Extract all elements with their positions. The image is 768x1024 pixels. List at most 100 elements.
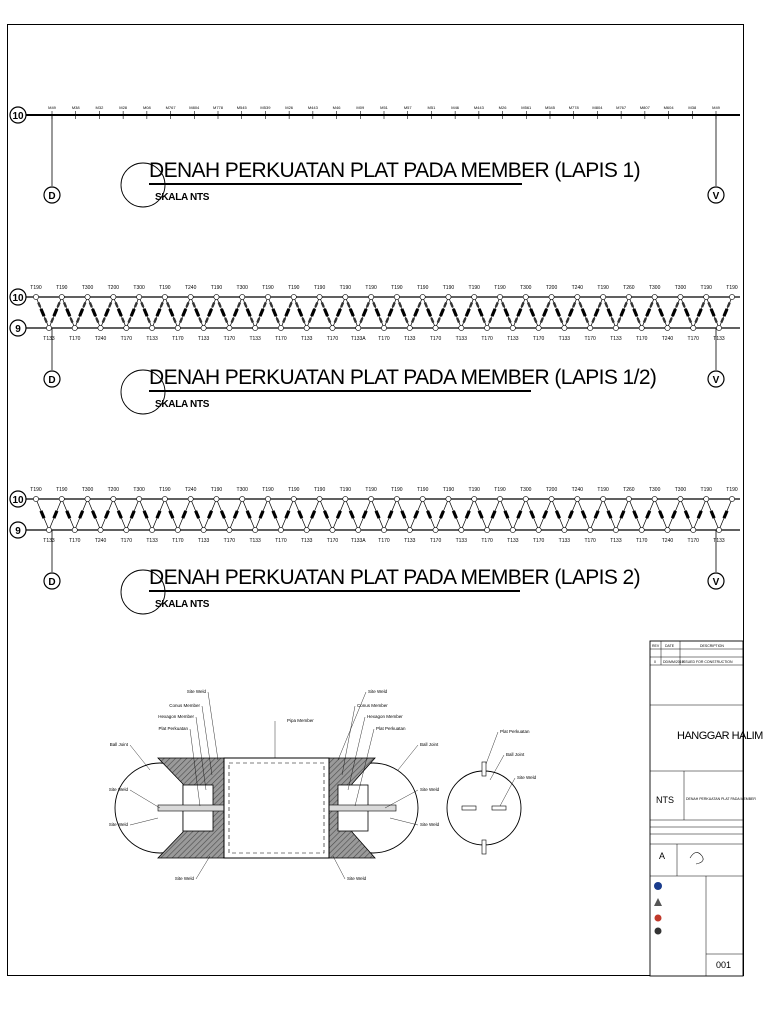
bottom-node-label: T170 [121, 538, 133, 544]
callout-section: Site Weld [517, 775, 537, 780]
top-node-label: T190 [726, 487, 738, 493]
grid-bubble-v [707, 370, 725, 388]
reinforcement-plate [43, 317, 48, 324]
ball-joint-node [548, 496, 555, 502]
reinforcement-plate [320, 301, 325, 308]
bottom-node-label: T133 [249, 336, 261, 342]
ball-joint-node [329, 325, 336, 331]
reinforcement-plate [580, 510, 587, 519]
ball-joint-node [445, 496, 452, 502]
ball-joint-node [316, 496, 323, 502]
ball-joint-node [84, 294, 91, 300]
callout-left: Site Weld [187, 689, 207, 694]
ball-joint-node [561, 527, 568, 533]
plan-1-grid-d: D [48, 191, 55, 202]
ball-joint-node [561, 325, 568, 331]
reinforcement-plate [578, 301, 583, 308]
ball-joint-node [342, 294, 349, 300]
reinforcement-plate [426, 510, 433, 519]
callout-leader [384, 789, 419, 809]
plan-3-grid-d: D [48, 577, 55, 588]
bottom-node-label: T133 [249, 538, 261, 544]
ball-joint-node [497, 294, 503, 300]
bottom-node-label: T133 [301, 538, 313, 544]
ball-joint-node [381, 527, 387, 533]
top-node-label: T190 [469, 487, 481, 493]
top-node-label: T190 [701, 285, 713, 291]
top-node-label: T190 [443, 487, 455, 493]
callout-left: Plat Perkuatan [158, 726, 188, 731]
reinforcement-plate [617, 317, 622, 324]
bottom-node-label: T170 [533, 336, 545, 342]
reinforcement-plate [619, 510, 626, 519]
member-label: M561 [521, 105, 532, 110]
reinforcement-plate [108, 301, 113, 308]
reinforcement-plate [346, 301, 351, 308]
reinforcement-plate [374, 308, 381, 317]
callout-leader [201, 705, 213, 776]
member-label: M545 [545, 105, 556, 110]
logo-2 [654, 898, 662, 906]
reinforcement-plate [155, 308, 162, 317]
bottom-node-label: T133 [456, 336, 468, 342]
bottom-node-label: T170 [69, 336, 81, 342]
bottom-node-label: T133 [198, 538, 210, 544]
ball-joint-node [509, 325, 516, 331]
top-node-label: T240 [572, 487, 584, 493]
top-node-label: T300 [237, 285, 249, 291]
ball-joint-node [497, 496, 503, 502]
member-label: M26 [499, 105, 508, 110]
ball-joint-node [187, 294, 194, 300]
bottom-node-label: T133 [404, 538, 416, 544]
reinforcement-plate [211, 301, 216, 308]
top-node-label: T190 [211, 285, 223, 291]
reinforcement-plate [95, 317, 100, 324]
reinforcement-plate [645, 308, 652, 317]
grid-bubble-9 [9, 319, 27, 337]
top-node-label: T190 [391, 487, 403, 493]
top-node-label: T240 [185, 285, 197, 291]
ball-joint-node [600, 294, 607, 300]
reinforcement-plate [681, 301, 686, 308]
ball-joint-node [136, 496, 143, 502]
reinforcement-plate [178, 317, 184, 324]
reinforcement-plate [443, 301, 448, 308]
reinforcement-plate [219, 510, 226, 519]
ball-joint-node [290, 496, 297, 502]
bottom-node-label: T170 [224, 538, 236, 544]
reinforcement-plate [322, 308, 330, 317]
ball-joint-node [290, 294, 297, 300]
reinforcement-plate [172, 317, 177, 324]
ball-joint-node [393, 496, 400, 502]
bottom-node-label: T170 [275, 336, 287, 342]
bottom-node-label: T133 [559, 538, 571, 544]
top-node-label: T190 [365, 285, 377, 291]
reinforcement-plate [374, 510, 381, 519]
top-node-label: T300 [649, 285, 661, 291]
ball-joint-node [729, 496, 735, 502]
reinforcement-plate [378, 317, 383, 324]
grid-bubble-v [707, 572, 725, 590]
reinforcement-plate [694, 317, 699, 324]
bottom-node-label: T133 [146, 336, 158, 342]
bottom-node-label: T170 [121, 336, 133, 342]
reinforcement-plate [271, 510, 278, 519]
callout-leader [347, 716, 366, 791]
bottom-node-label: T133 [507, 336, 519, 342]
ball-joint-node [406, 527, 413, 533]
bottom-node-label: T170 [430, 336, 442, 342]
plan-3-axis-bottom: 9 [15, 526, 21, 537]
reinforcement-plate [687, 317, 693, 324]
ball-joint-node [252, 527, 259, 533]
member-label: M807 [640, 105, 651, 110]
reinforcement-plate [477, 510, 484, 519]
reinforcement-plate [142, 510, 149, 519]
top-node-label: T190 [30, 285, 42, 291]
section-circle [446, 770, 522, 846]
plan-1-axis-left: 10 [12, 111, 24, 122]
member-label: M804 [189, 105, 200, 110]
ball-joint-node [213, 294, 220, 300]
